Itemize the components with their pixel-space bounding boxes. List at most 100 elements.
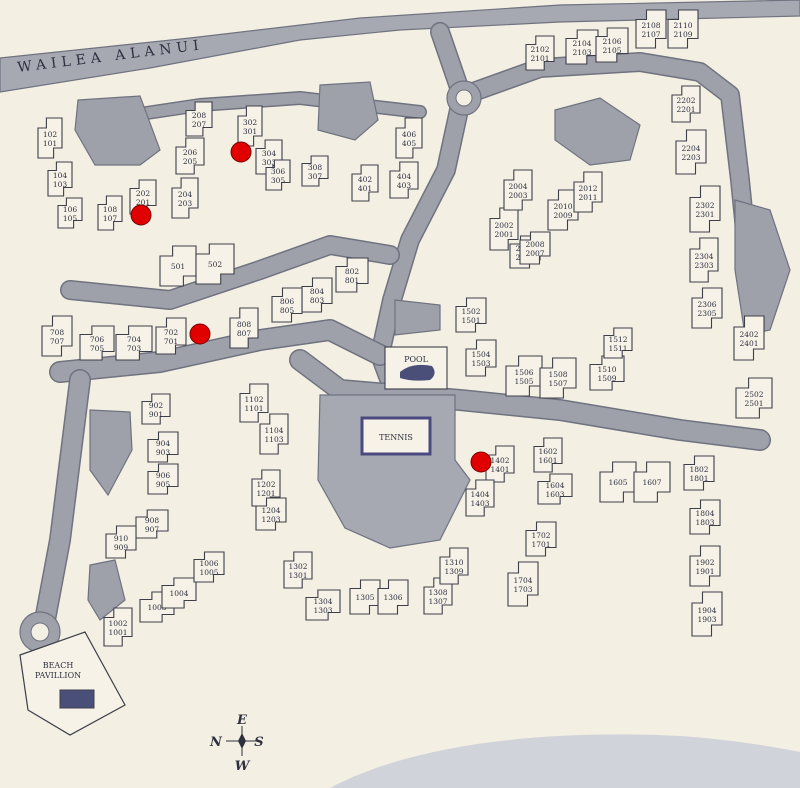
location-marker-4[interactable] [470,451,492,473]
unit-number-bottom: 803 [310,296,325,305]
unit-number-bottom: 1201 [256,489,275,498]
unit-number-top: 501 [171,262,185,271]
unit-number-bottom: 2101 [530,54,549,63]
unit-number-top: 808 [237,320,252,329]
unit-number-top: 1204 [261,506,280,515]
unit-number-bottom: 301 [243,127,257,136]
building-outline [689,499,721,535]
unit-number-bottom: 1503 [471,359,490,368]
unit-number-top: 706 [90,335,105,344]
unit-number-top: 902 [149,401,164,410]
unit-number-top: 1102 [244,395,263,404]
unit-number-top: 1404 [470,490,489,499]
unit-number-top: 402 [358,175,373,184]
unit-number-top: 2008 [525,240,544,249]
building-outline [147,431,179,463]
unit-number-bottom: 2303 [694,261,713,270]
unit-number-bottom: 1505 [514,377,533,386]
unit-number-bottom: 1203 [261,515,280,524]
unit-number-top: 1702 [531,531,550,540]
building-outline [533,437,563,473]
unit-number-top: 804 [310,287,325,296]
compass-rose-icon [238,733,246,749]
location-marker-3[interactable] [189,323,211,345]
unit-number-top: 102 [43,130,58,139]
unit-number-bottom: 305 [271,176,286,185]
building-outline [377,579,409,615]
building-outline [239,383,269,423]
unit-number-top: 502 [208,260,223,269]
unit-number-top: 1502 [461,307,480,316]
unit-number-bottom: 201 [136,198,150,207]
pool-label: POOL [404,355,429,364]
building-outline [301,277,333,313]
unit-number-bottom: 2103 [572,48,591,57]
building-outline [283,551,313,589]
building-outline [525,521,557,557]
unit-number-bottom: 2401 [739,339,758,348]
parking-areas [74,81,791,621]
unit-number-bottom: 207 [192,120,207,129]
tennis-court [360,416,432,456]
building-outline [265,159,291,191]
unit-number-top: 1104 [264,426,283,435]
building-u-1004: 1004 [161,577,197,609]
building-outline [147,463,179,495]
building-outline [175,137,205,175]
building-outline [395,117,423,159]
building-outline [675,129,707,175]
unit-number-bottom: 2203 [681,153,700,162]
unit-number-bottom: 101 [43,139,57,148]
unit-number-bottom: 307 [308,172,323,181]
unit-number-top: 1804 [695,509,714,518]
building-outline [389,161,419,199]
building-outline [465,339,497,377]
building-outline [255,497,287,531]
unit-number-top: 2012 [578,184,597,193]
unit-number-top: 1510 [597,365,616,374]
unit-number-bottom: 2305 [697,309,716,318]
unit-number-bottom: 103 [53,180,68,189]
building-outline [171,177,199,219]
location-marker-2[interactable] [130,204,152,226]
unit-number-top: 1202 [256,480,275,489]
building-outline [351,164,379,202]
unit-number-top: 1402 [490,456,509,465]
unit-number-bottom: 903 [156,448,171,457]
buildings-layer: 1021011041031061051081072022012042032062… [37,9,773,647]
unit-number-bottom: 107 [103,214,118,223]
compass-south: S [254,735,263,750]
unit-number-bottom: 707 [50,337,65,346]
location-marker-1[interactable] [230,141,252,163]
building-outline [489,207,519,251]
unit-number-top: 1002 [108,619,127,628]
